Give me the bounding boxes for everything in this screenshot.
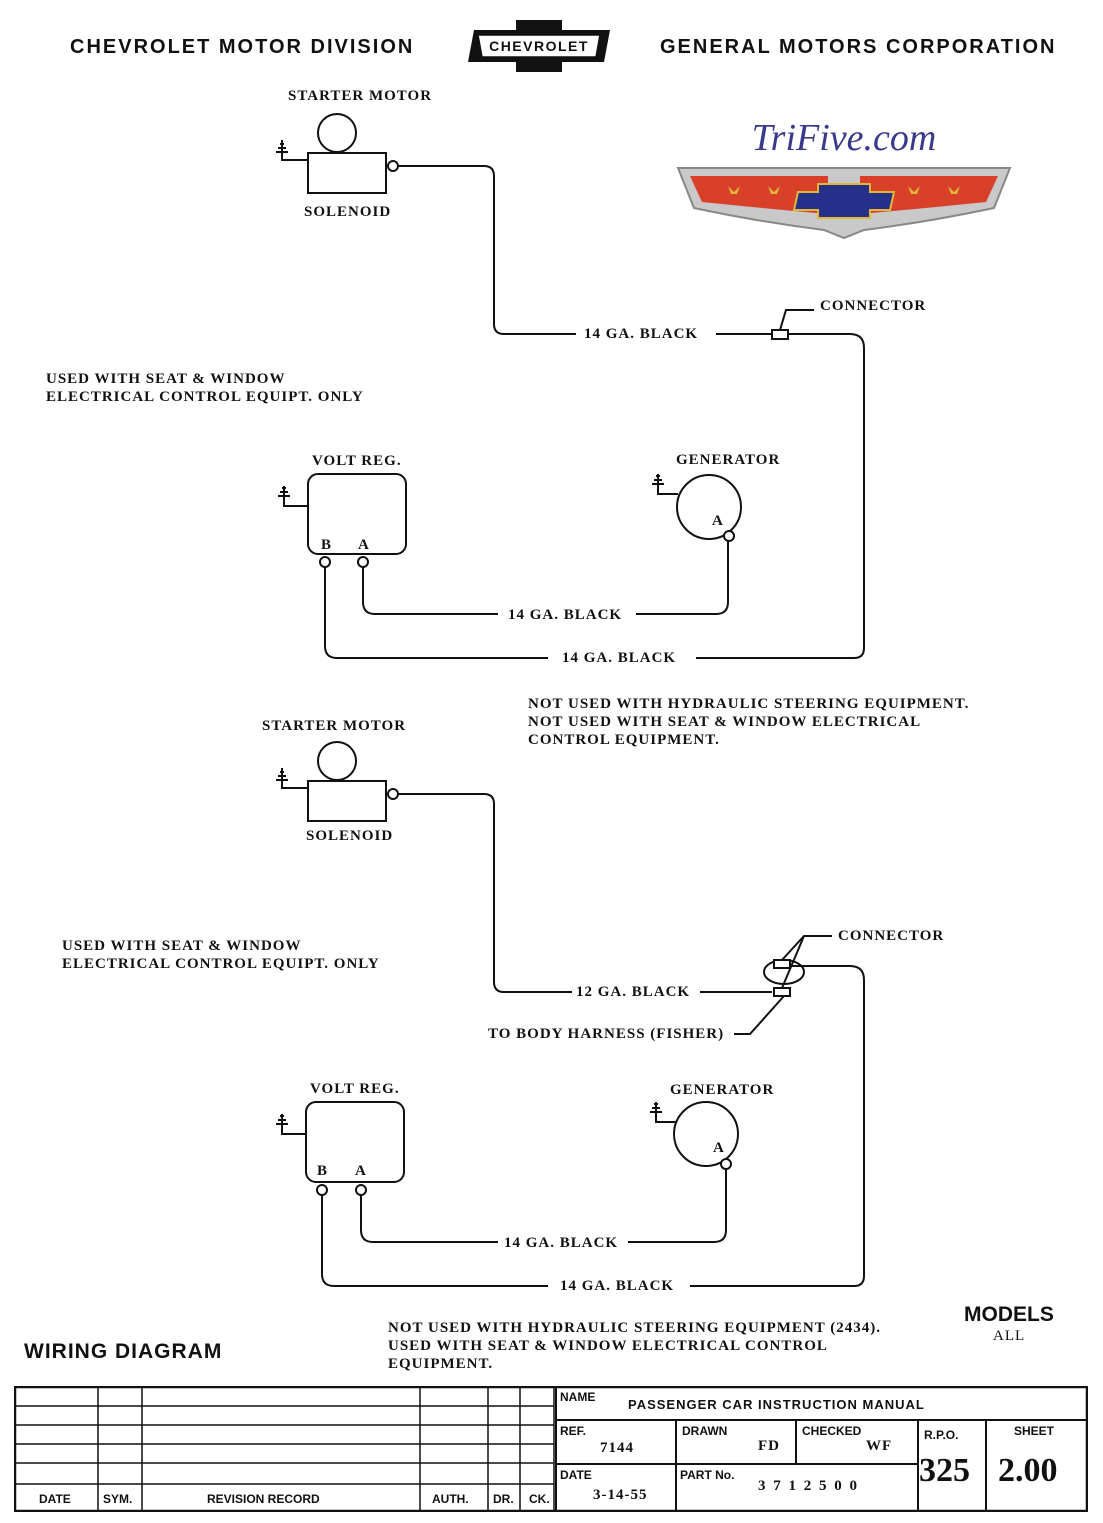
drawn-label: DRAWN — [682, 1424, 728, 1438]
ref-label: REF. — [560, 1424, 587, 1438]
wire-1-mid — [362, 541, 729, 615]
connector-symbol-1 — [771, 329, 789, 340]
models-label: MODELS — [964, 1303, 1054, 1326]
generator-label-2: GENERATOR — [670, 1082, 775, 1098]
terminal-b-2: B — [317, 1163, 329, 1179]
wire-2-right — [690, 965, 865, 1287]
col-sym-header: SYM. — [103, 1492, 133, 1506]
sheet-value: 2.00 — [998, 1452, 1058, 1489]
wire-2-bottom — [321, 1195, 548, 1287]
generator-symbol-1 — [676, 474, 742, 540]
volt-reg-label-1: VOLT REG. — [312, 453, 402, 469]
wire-label-2-mid: 14 GA. BLACK — [504, 1235, 619, 1251]
date-label: DATE — [560, 1468, 592, 1482]
wiring-diagram-title: WIRING DIAGRAM — [24, 1340, 223, 1363]
logo-text: TriFive.com — [752, 117, 937, 159]
ground-icon — [276, 1114, 306, 1135]
wire-label-1-mid: 14 GA. BLACK — [508, 607, 623, 623]
generator-symbol-2 — [673, 1101, 739, 1167]
bowtie-icon: CHEVROLET — [468, 20, 610, 72]
note-left-1: USED WITH SEAT & WINDOW ELECTRICAL CONTR… — [46, 371, 364, 405]
solenoid-symbol-1 — [307, 152, 387, 194]
trifive-logo: TriFive.com — [668, 110, 1020, 250]
wire-1-bottom — [324, 567, 548, 659]
models-value: ALL — [993, 1328, 1026, 1344]
terminal-a-2: A — [355, 1163, 367, 1179]
wire-label-1-bottom: 14 GA. BLACK — [562, 650, 677, 666]
solenoid-label-1: SOLENOID — [304, 204, 392, 220]
header-left-title: CHEVROLET MOTOR DIVISION — [70, 36, 415, 58]
wire-label-2-top: 12 GA. BLACK — [576, 984, 691, 1000]
solenoid-label-2: SOLENOID — [306, 828, 394, 844]
connector-label-2: CONNECTOR — [838, 928, 945, 944]
terminal-a-1: A — [358, 537, 370, 553]
wire-1-starter — [398, 165, 576, 335]
chevrolet-bowtie-badge: CHEVROLET — [466, 18, 612, 74]
wire-1-right — [696, 333, 865, 659]
ground-icon — [650, 1102, 676, 1123]
col-revision-header: REVISION RECORD — [207, 1492, 320, 1506]
terminal-b-1: B — [321, 537, 333, 553]
col-dr-header: DR. — [493, 1492, 514, 1506]
wire-2-starter — [398, 793, 572, 993]
ref-value: 7144 — [600, 1440, 634, 1456]
starter-motor-label-2: STARTER MOTOR — [262, 718, 407, 734]
name-value: PASSENGER CAR INSTRUCTION MANUAL — [628, 1397, 925, 1412]
ground-icon — [276, 140, 308, 161]
checked-value: WF — [866, 1438, 893, 1454]
wiring-schematic — [276, 113, 865, 1287]
body-harness-label: TO BODY HARNESS (FISHER) — [488, 1026, 725, 1042]
volt-reg-symbol-2 — [305, 1101, 405, 1183]
part-value: 3 7 1 2 5 0 0 — [758, 1478, 859, 1494]
wire-2-mid — [360, 1169, 727, 1243]
note-bottom-2: NOT USED WITH HYDRAULIC STEERING EQUIPME… — [388, 1320, 881, 1372]
drawn-value: FD — [758, 1438, 780, 1454]
header-right-title: GENERAL MOTORS CORPORATION — [660, 36, 1057, 58]
generator-terminal-1: A — [712, 513, 724, 529]
col-ck-header: CK. — [529, 1492, 550, 1506]
ground-icon — [278, 486, 308, 507]
ground-icon — [276, 768, 308, 789]
title-block: DATE SYM. REVISION RECORD AUTH. DR. CK. … — [14, 1386, 1088, 1512]
solenoid-symbol-2 — [307, 780, 387, 822]
rpo-label: R.P.O. — [924, 1428, 959, 1442]
col-auth-header: AUTH. — [432, 1492, 469, 1506]
note-left-2: USED WITH SEAT & WINDOW ELECTRICAL CONTR… — [62, 938, 380, 972]
wire-label-2-bottom: 14 GA. BLACK — [560, 1278, 675, 1294]
connector-label-1: CONNECTOR — [820, 298, 927, 314]
sheet-label: SHEET — [1014, 1424, 1055, 1438]
rpo-value: 325 — [919, 1452, 970, 1489]
date-value: 3-14-55 — [593, 1487, 648, 1503]
wire-2-body-harness — [734, 995, 785, 1035]
starter-motor-label-1: STARTER MOTOR — [288, 88, 433, 104]
volt-reg-label-2: VOLT REG. — [310, 1081, 400, 1097]
checked-label: CHECKED — [802, 1424, 862, 1438]
starter-motor-symbol-2 — [317, 741, 357, 781]
bowtie-text: CHEVROLET — [489, 38, 589, 54]
ground-icon — [652, 474, 678, 495]
starter-motor-symbol-1 — [317, 113, 357, 153]
generator-terminal-2: A — [713, 1140, 725, 1156]
note-right-1: NOT USED WITH HYDRAULIC STEERING EQUIPME… — [528, 696, 970, 748]
generator-label-1: GENERATOR — [676, 452, 781, 468]
name-label: NAME — [560, 1390, 596, 1404]
col-date-header: DATE — [39, 1492, 71, 1506]
part-label: PART No. — [680, 1468, 735, 1482]
volt-reg-symbol-1 — [307, 473, 407, 555]
wire-label-1-top: 14 GA. BLACK — [584, 326, 699, 342]
